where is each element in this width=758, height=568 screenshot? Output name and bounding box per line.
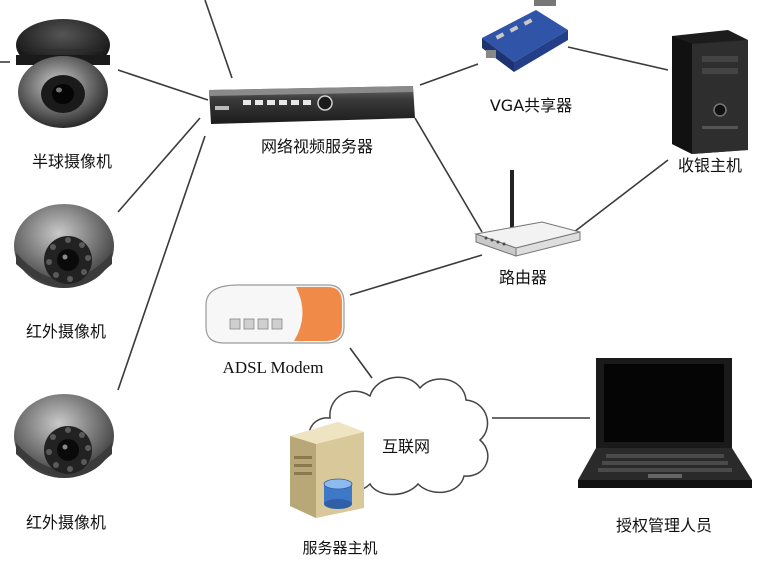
dome-camera-node <box>8 10 118 135</box>
vga-splitter-icon <box>482 0 568 72</box>
admin-laptop-label: 授权管理人员 <box>615 516 712 535</box>
modem-icon <box>205 284 345 344</box>
router-icon <box>474 170 581 257</box>
router-node <box>472 168 584 260</box>
ir-camera-2-node <box>10 388 118 496</box>
wire-ir2-to-server <box>117 135 206 391</box>
vga-splitter-node <box>476 0 572 78</box>
pc-tower-icon <box>672 30 748 154</box>
internet-label: 互联网 <box>381 437 430 456</box>
wire-vga-to-cashier <box>567 46 669 71</box>
server-icon <box>290 422 364 518</box>
cashier-host-label: 收银主机 <box>677 156 742 175</box>
vga-splitter-label: VGA共享器 <box>489 96 573 115</box>
server-host-label: 服务器主机 <box>302 539 378 557</box>
ir-camera-2-label: 红外摄像机 <box>25 513 106 532</box>
router-label: 路由器 <box>498 268 547 287</box>
wire-router-to-modem <box>349 254 483 296</box>
wire-top-offscreen <box>204 0 233 79</box>
ir-camera-icon <box>14 204 114 288</box>
ir-camera-1-label: 红外摄像机 <box>25 322 106 341</box>
dome-camera-label: 半球摄像机 <box>31 152 112 171</box>
ir-camera-icon <box>14 394 114 478</box>
cashier-host-node <box>668 26 752 156</box>
server-host-node <box>286 418 368 520</box>
video-server-label: 网络视频服务器 <box>260 137 373 156</box>
video-server-node <box>205 82 417 128</box>
wire-ir1-to-server <box>117 117 201 213</box>
ir-camera-1-node <box>10 198 118 306</box>
wire-dome-to-server <box>117 69 209 101</box>
adsl-modem-label: ADSL Modem <box>222 358 324 377</box>
wire-modem-to-cloud <box>349 347 373 379</box>
wire-cashier-to-router <box>573 159 669 233</box>
wire-server-to-router <box>414 117 483 233</box>
dvr-icon <box>209 86 415 124</box>
laptop-icon <box>578 358 752 488</box>
dome-camera-icon <box>16 19 110 128</box>
admin-laptop-node <box>576 352 754 498</box>
adsl-modem-node <box>198 275 348 350</box>
wire-server-to-vga <box>419 63 479 86</box>
